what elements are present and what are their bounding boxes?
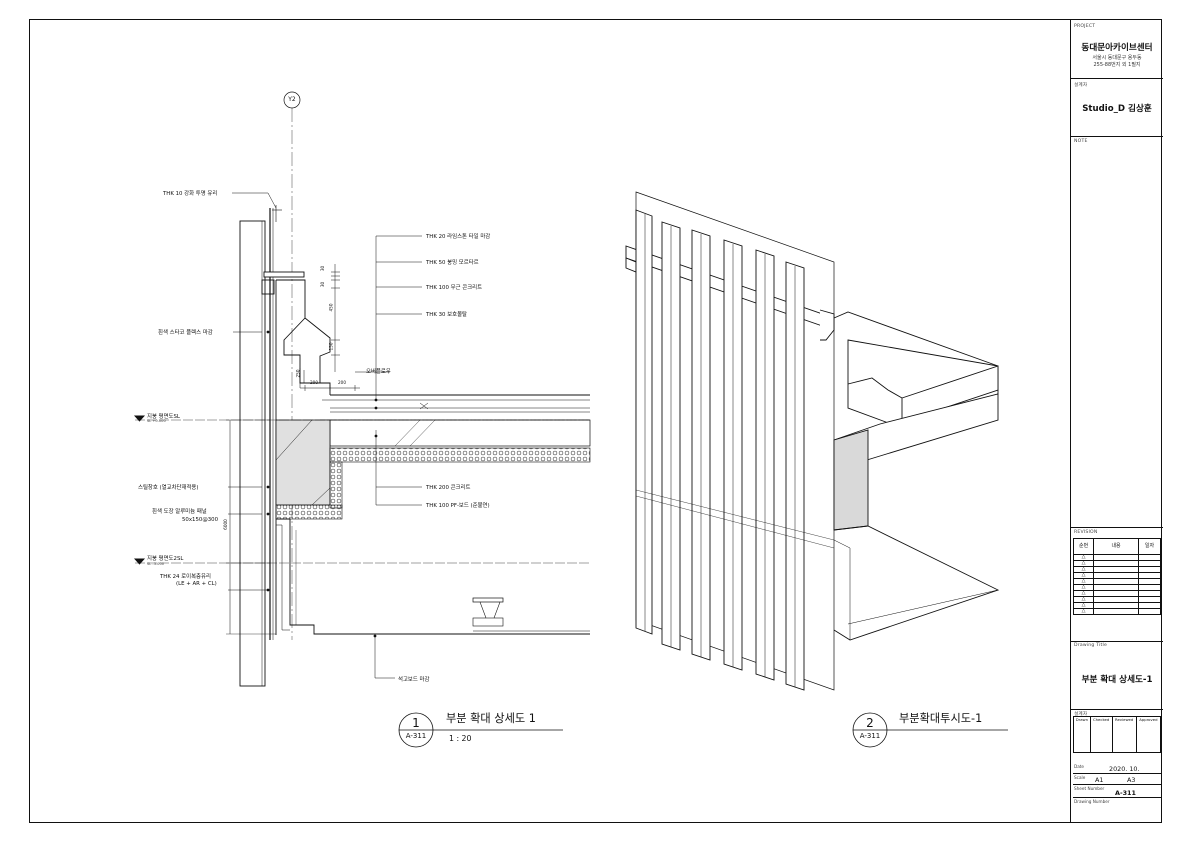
title-block: PROJECT 동대문아카이브센터 서울시 동대문구 용두동 255-88번지 … (1070, 19, 1163, 823)
view-1-number: 1 (412, 716, 420, 730)
view-2-title: 부분확대투시도-1 (899, 712, 983, 725)
level-1-sub: SL +0.000 (147, 419, 166, 423)
sign-approved: Approved (1135, 716, 1162, 753)
scale-label: Scale (1074, 775, 1086, 780)
date-row: Date 2020. 10. (1073, 764, 1161, 774)
rev-header-content: 내용 (1093, 538, 1139, 555)
revision-table: 순번 내용 일자 △ △ △ △ △ △ △ △ △ △ (1072, 538, 1162, 615)
level-2-label: 지붕 평면도2SL (147, 556, 184, 562)
level-2-sub: SL -3.000 (147, 562, 165, 566)
note-low-e-1: THK 24 로이복층유리 (160, 574, 211, 580)
note-insulation-30: THK 30 보호몰탈 (426, 312, 468, 318)
note-glass: THK 10 강화 투명 유리 (163, 191, 218, 197)
view-1-bubble (398, 712, 563, 748)
designer-name: Studio_D 김상훈 (1082, 104, 1152, 114)
dim-text: 6000 (222, 519, 228, 530)
sheet-number-label: Sheet Number (1074, 786, 1105, 791)
revision-label: REVISION (1074, 530, 1098, 535)
note-stucco: 흰색 스타코 플렉스 마감 (158, 330, 213, 336)
note-panel-spec: 50x150@300 (182, 517, 219, 523)
view-2-bubble (852, 712, 1008, 748)
dim-text: 30 (320, 281, 326, 288)
project-name: 동대문아카이브센터 (1081, 43, 1153, 53)
sheet-number-row: Sheet Number A-311 (1073, 786, 1161, 798)
dim-text: 30 (320, 265, 326, 272)
note-low-e-2: (LE + AR + CL) (176, 581, 217, 587)
note-gypsum: 석고보드 마감 (398, 677, 430, 683)
designer-label: 설계자 (1074, 83, 1088, 88)
sheet-number: A-311 (1115, 789, 1136, 797)
scale-a3: A3 (1127, 776, 1136, 784)
view-2-number: 2 (866, 716, 874, 730)
view-2-sheet-ref: A-311 (859, 732, 881, 740)
note-limestone: THK 20 라임스톤 타일 마감 (426, 234, 491, 240)
drawing-number-label: Drawing Number (1074, 799, 1110, 804)
scale-a1: A1 (1095, 776, 1104, 784)
dim-text: 250 (295, 369, 301, 378)
sign-label: 설계자 (1074, 712, 1088, 717)
project-address-1: 서울시 동대문구 용두동 (1092, 55, 1142, 61)
note-concrete-100: THK 100 무근 콘크리트 (426, 285, 483, 291)
note-label: NOTE (1074, 139, 1088, 144)
grid-label: Y2 (288, 96, 296, 103)
dim-text: 450 (328, 303, 334, 312)
sign-reviewed: Reviewed (1111, 716, 1137, 753)
rev-header-date: 일자 (1137, 538, 1162, 555)
view-1-sheet-ref: A-311 (405, 732, 427, 740)
date-value: 2020. 10. (1109, 765, 1140, 773)
note-curtain: 스틸창호 (열교차단재적용) (138, 485, 199, 491)
scale-row: Scale A1 A3 (1073, 775, 1161, 785)
dim-text: 200 (310, 380, 318, 385)
sign-table: Drawn Checked Reviewed Approved (1073, 716, 1162, 753)
note-pf-board: THK 100 PF-보드 (준불연) (426, 503, 490, 509)
date-label: Date (1074, 764, 1085, 769)
note-mortar: THK 50 붕밍 모르타르 (426, 260, 479, 266)
view-1-scale: 1 : 20 (449, 734, 472, 743)
view-1-title: 부분 확대 상세도 1 (446, 712, 536, 725)
section-detail (133, 91, 591, 687)
dim-text: 200 (338, 380, 346, 385)
level-1-label: 지붕 평면도SL (147, 414, 180, 420)
dim-text: 150 (328, 342, 334, 351)
drawing-title-label: Drawing Title (1074, 643, 1108, 648)
sign-drawn: Drawn (1073, 716, 1091, 753)
note-panel: 흰색 도장 알루미늄 패널 (152, 509, 207, 515)
axonometric-detail (625, 191, 1000, 691)
rev-header-no: 순번 (1072, 538, 1095, 555)
drawing-number-row: Drawing Number (1073, 799, 1161, 811)
project-address-2: 255-88번지 외 1필지 (1093, 62, 1141, 68)
drawing-title: 부분 확대 상세도-1 (1081, 675, 1153, 685)
project-label: PROJECT (1074, 24, 1096, 29)
sign-checked: Checked (1089, 716, 1113, 753)
note-overflow: 오버플로우 (366, 369, 391, 375)
note-concrete-200: THK 200 콘크리트 (426, 485, 471, 491)
sheet-border (29, 19, 1162, 823)
